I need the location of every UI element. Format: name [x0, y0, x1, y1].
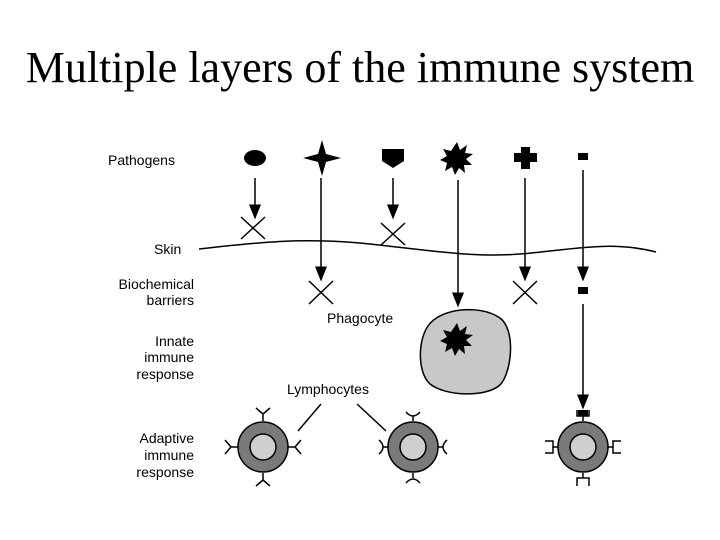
lymphocytes-pointer-1: [297, 403, 322, 432]
adaptive-label-line2: immune: [144, 447, 194, 463]
adaptive-label-line1: Adaptive: [140, 430, 195, 446]
adaptive-label-line3: response: [136, 464, 194, 480]
pentagon-icon: [382, 149, 404, 168]
four-point-star-icon: [303, 140, 341, 176]
lymphocyte-cell-3: [545, 410, 621, 486]
small-rectangle-icon: [578, 287, 588, 294]
innate-label-line3: response: [136, 366, 194, 382]
cross-icon: [514, 147, 537, 169]
blocked-mark-biochemical-1: [308, 280, 334, 305]
biochemical-label-line1: Biochemical: [119, 276, 194, 292]
lymphocyte-cell-1: [224, 407, 302, 487]
spiky-star-icon: [440, 142, 473, 175]
skin-line: [198, 240, 657, 256]
innate-label-line2: immune: [144, 349, 194, 365]
lymphocyte-cell-2: [378, 411, 448, 484]
small-rectangle-icon: [578, 153, 588, 160]
page-title: Multiple layers of the immune system: [25, 43, 695, 92]
blocked-mark-skin-2: [380, 222, 406, 246]
phagocyte-cell: [419, 308, 512, 395]
skin-label: Skin: [154, 241, 181, 257]
blocked-mark-skin-1: [240, 216, 266, 240]
ellipse-icon: [244, 150, 266, 166]
blocked-mark-biochemical-2: [512, 280, 538, 305]
biochemical-label-line2: barriers: [147, 292, 194, 308]
phagocyte-label: Phagocyte: [327, 310, 393, 326]
pathogens-label: Pathogens: [108, 152, 175, 168]
innate-label-line1: Innate: [155, 333, 194, 349]
lymphocytes-label: Lymphocytes: [287, 381, 369, 397]
lymphocytes-pointer-2: [356, 403, 387, 432]
engulfed-pathogen-icon: [440, 323, 473, 356]
bound-pathogen-icon: [578, 410, 588, 416]
